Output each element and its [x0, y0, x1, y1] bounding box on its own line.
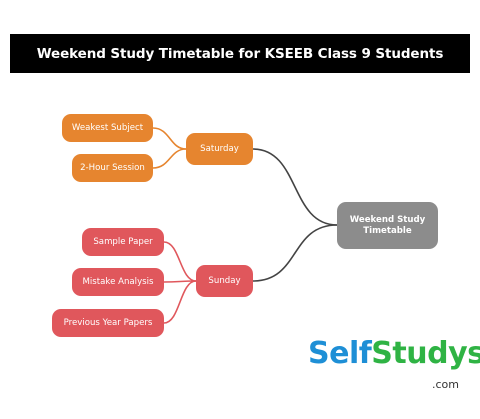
node-root: Weekend Study Timetable	[337, 202, 438, 249]
link-saturday-session	[152, 148, 187, 169]
selfstudys-logo: SelfStudys	[308, 336, 480, 371]
link-sunday-sample	[163, 241, 197, 282]
node-2-hour-session: 2-Hour Session	[72, 154, 153, 182]
selfstudys-logo-domain: .com	[432, 378, 459, 391]
link-sunday-previous	[163, 280, 197, 324]
node-sample-paper: Sample Paper	[82, 228, 164, 256]
node-sunday: Sunday	[196, 265, 253, 297]
link-root-sunday	[252, 224, 338, 282]
diagram-title: Weekend Study Timetable for KSEEB Class …	[10, 34, 470, 73]
node-mistake-analysis: Mistake Analysis	[72, 268, 164, 296]
link-root-saturday	[252, 148, 338, 226]
link-saturday-weakest	[152, 127, 187, 150]
node-previous-year-papers: Previous Year Papers	[52, 309, 164, 337]
node-weakest-subject: Weakest Subject	[62, 114, 153, 142]
node-saturday: Saturday	[186, 133, 253, 165]
